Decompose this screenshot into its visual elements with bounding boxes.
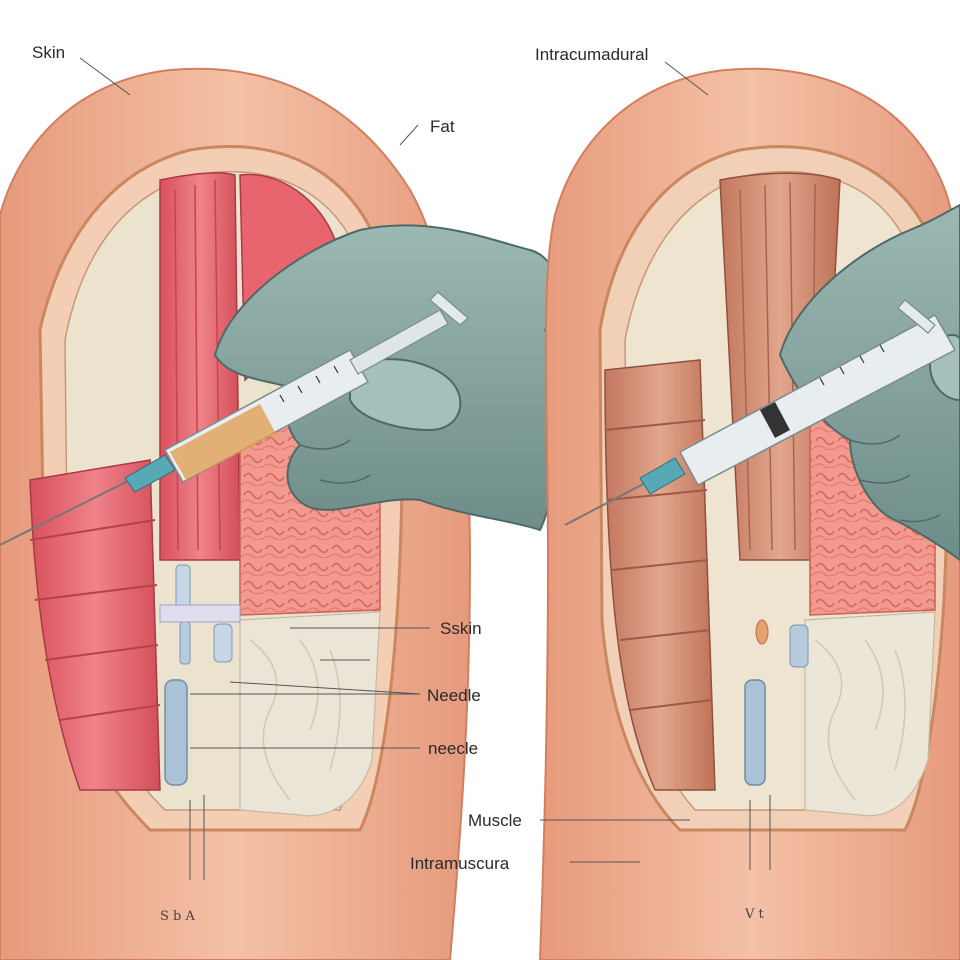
left-vessel-small — [175, 564, 191, 611]
label-neecle: neecle — [428, 739, 478, 758]
label-needle: Needle — [427, 686, 481, 705]
left-arm — [0, 67, 472, 960]
label-muscle: Muscle — [468, 811, 522, 830]
leader-skin-top — [79, 57, 131, 96]
right-syringe — [564, 299, 957, 526]
right-vessel-node — [755, 619, 769, 645]
left-red-muscle-fibers — [174, 179, 221, 551]
leader-lines — [79, 57, 771, 880]
right-syringe-graduations — [819, 344, 885, 386]
right-brown-muscle-bands — [604, 419, 713, 711]
left-vessel-small-2 — [179, 621, 191, 665]
right-vessel-small — [789, 624, 809, 668]
left-syringe — [0, 291, 469, 546]
right-fascia-lower — [804, 611, 936, 817]
marker-right: V t — [744, 907, 765, 922]
left-fascia-band — [159, 604, 241, 623]
left-fascia-lower — [239, 611, 381, 817]
right-glove-finger-lines — [849, 434, 941, 523]
right-vessel-blue — [744, 679, 766, 786]
left-vessel-small-3 — [213, 623, 233, 663]
right-fascia-folds — [814, 639, 906, 801]
right-brown-muscle-fibers — [739, 181, 816, 551]
left-red-muscle-bands — [29, 519, 161, 721]
right-syringe-flange — [897, 299, 936, 334]
right-needle-hub — [639, 457, 686, 495]
label-fat: Fat — [430, 117, 455, 136]
label-intracumadural: Intracumadural — [535, 45, 648, 64]
right-syringe-plunger-tip — [760, 402, 790, 438]
label-intramuscura: Intramuscura — [410, 854, 510, 873]
right-syringe-barrel — [678, 313, 957, 487]
left-syringe-plunger — [349, 309, 449, 375]
label-sskin: Sskin — [440, 619, 482, 638]
marker-left: S b A — [160, 909, 195, 924]
left-vessel-blue — [164, 679, 188, 786]
left-syringe-fluid — [170, 404, 276, 480]
right-brown-muscle-outer — [604, 359, 716, 791]
left-red-muscle-outer — [29, 459, 161, 791]
left-glove-thumb — [349, 358, 462, 432]
leader-fat — [399, 124, 419, 146]
left-syringe-graduations — [279, 365, 339, 403]
left-needle-hub — [124, 454, 176, 493]
label-skin-top: Skin — [32, 43, 65, 62]
left-fascia-folds — [249, 639, 341, 801]
left-gloved-hand — [213, 224, 563, 532]
leader-needle — [229, 681, 421, 695]
labels: Skin Fat Intracumadural Sskin Needle nee… — [32, 43, 765, 924]
leader-intracumadural — [664, 61, 709, 96]
left-syringe-flange — [429, 291, 469, 326]
